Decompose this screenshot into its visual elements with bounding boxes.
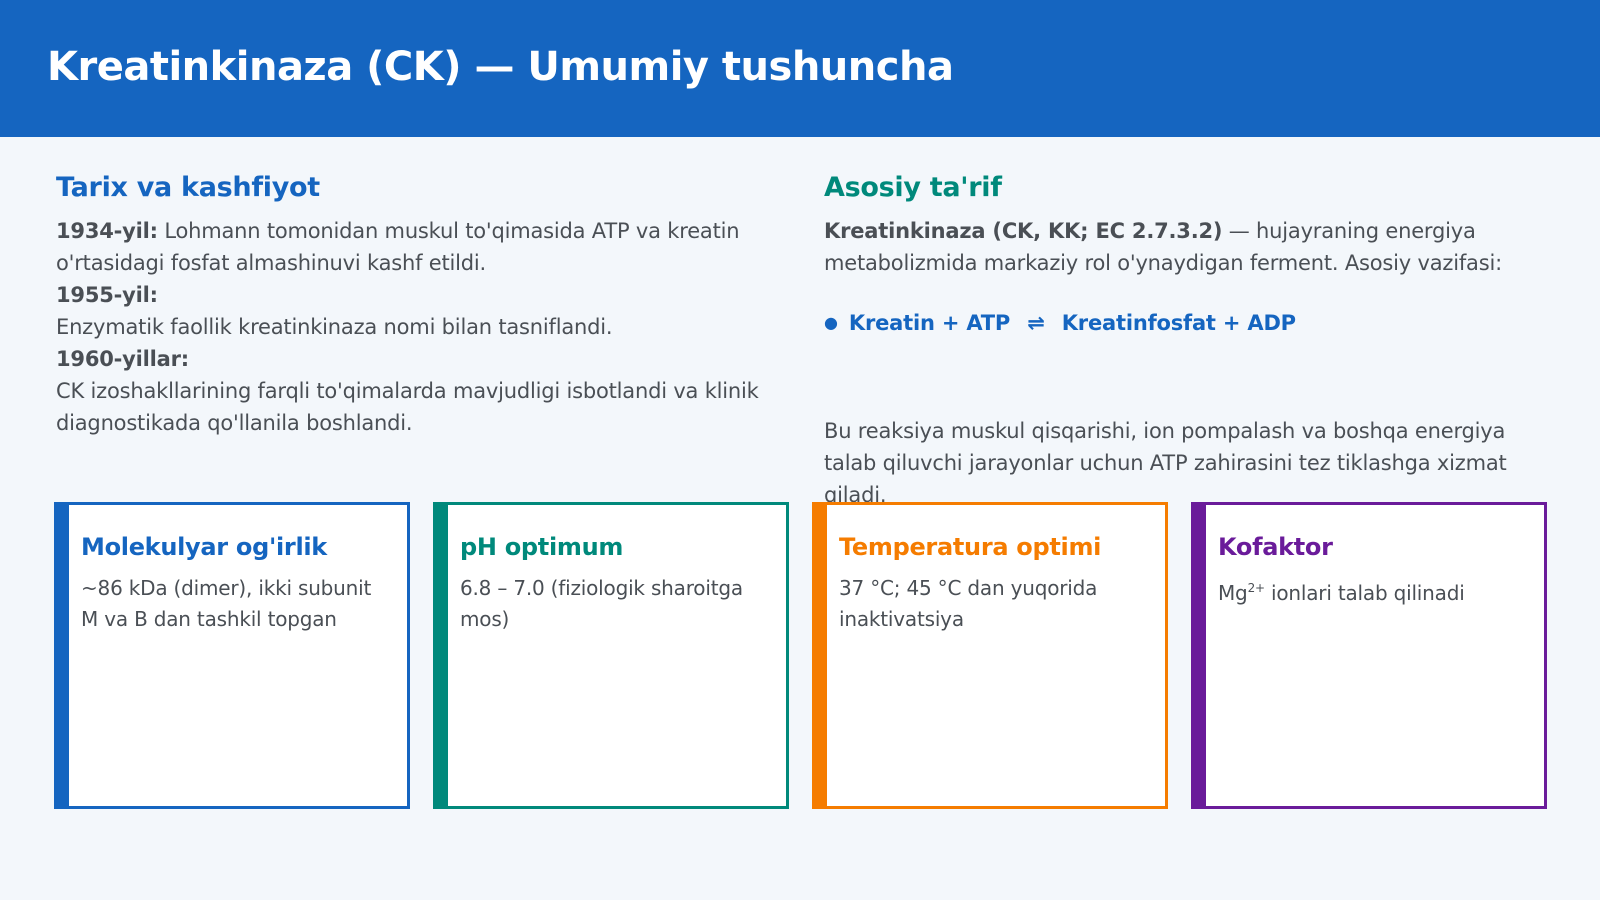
- card-cofactor: Kofaktor Mg2+ ionlari talab qilinadi: [1191, 502, 1547, 809]
- history-text: Lohmann tomonidan muskul to'qimasida ATP…: [56, 219, 740, 275]
- card-text: ~86 kDa (dimer), ikki subunit M va B dan…: [81, 576, 372, 631]
- card-title: Kofaktor: [1218, 533, 1333, 561]
- property-cards: Molekulyar og'irlik ~86 kDa (dimer), ikk…: [54, 502, 1549, 809]
- card-text: Mg2+ ionlari talab qilinadi: [1218, 573, 1526, 609]
- page-title: Kreatinkinaza (CK) — Umumiy tushuncha: [47, 44, 954, 90]
- history-entry: 1934-yil: Lohmann tomonidan muskul to'qi…: [56, 215, 776, 279]
- card-title: pH optimum: [460, 533, 624, 561]
- history-text: Enzymatik faollik kreatinkinaza nomi bil…: [56, 315, 613, 339]
- definition-title: Asosiy ta'rif: [824, 172, 1002, 203]
- definition-term: Kreatinkinaza (CK, KK; EC 2.7.3.2): [824, 219, 1223, 243]
- history-title: Tarix va kashfiyot: [56, 172, 320, 203]
- equilibrium-arrow-icon: ⇌: [1027, 311, 1045, 335]
- card-text-ion: Mg: [1218, 581, 1248, 605]
- header-bar: Kreatinkinaza (CK) — Umumiy tushuncha: [0, 0, 1600, 137]
- card-text: 37 °C; 45 °C dan yuqorida inaktivatsiya: [839, 576, 1098, 631]
- card-title: Temperatura optimi: [839, 533, 1102, 561]
- reaction-note: Bu reaksiya muskul qisqarishi, ion pompa…: [824, 419, 1507, 507]
- history-entry: 1960-yillar:: [56, 343, 776, 375]
- card-ph-optimum: pH optimum 6.8 – 7.0 (fiziologik sharoit…: [433, 502, 789, 809]
- reaction-left: Kreatin + ATP: [848, 311, 1011, 335]
- definition-section: Asosiy ta'rif Kreatinkinaza (CK, KK; EC …: [824, 172, 1554, 335]
- reaction-right: Kreatinfosfat + ADP: [1061, 311, 1296, 335]
- history-year: 1960-yillar:: [56, 347, 189, 371]
- history-text: CK izoshakllarining farqli to'qimalarda …: [56, 379, 759, 435]
- reaction-equation: ● Kreatin + ATP ⇌ Kreatinfosfat + ADP: [824, 311, 1554, 335]
- card-text-charge: 2+: [1247, 581, 1266, 595]
- history-year: 1934-yil:: [56, 219, 158, 243]
- bullet-icon: ●: [824, 313, 838, 332]
- card-temperature-optimum: Temperatura optimi 37 °C; 45 °C dan yuqo…: [812, 502, 1168, 809]
- card-text-rest: ionlari talab qilinadi: [1264, 581, 1465, 605]
- history-section: Tarix va kashfiyot 1934-yil: Lohmann tom…: [56, 172, 776, 439]
- card-text: 6.8 – 7.0 (fiziologik sharoitga mos): [460, 576, 743, 631]
- definition-text: Kreatinkinaza (CK, KK; EC 2.7.3.2) — huj…: [824, 215, 1554, 279]
- card-molecular-weight: Molekulyar og'irlik ~86 kDa (dimer), ikk…: [54, 502, 410, 809]
- history-year: 1955-yil:: [56, 283, 158, 307]
- definition-body: — hujayraning energiya metabolizmida mar…: [824, 219, 1502, 275]
- card-title: Molekulyar og'irlik: [81, 533, 327, 561]
- history-entry: 1955-yil:: [56, 279, 776, 311]
